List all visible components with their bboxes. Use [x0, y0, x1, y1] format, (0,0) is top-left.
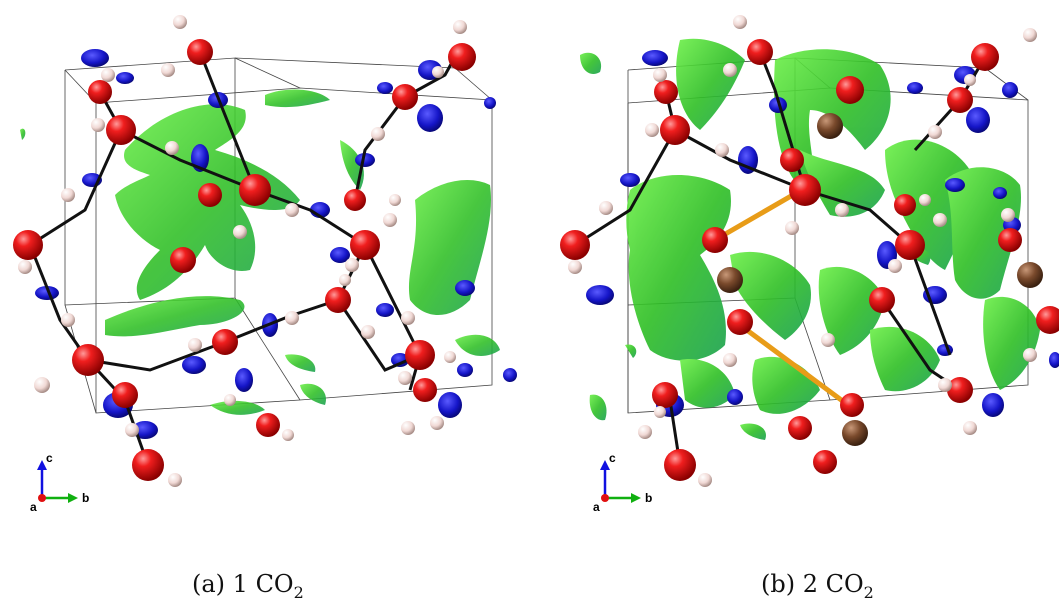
caption-a-text: (a) 1 CO	[192, 570, 294, 598]
blue-isosurfaces	[35, 49, 517, 439]
axis-a-label: a	[593, 500, 600, 514]
highlight-bonds	[712, 189, 851, 408]
caption-panel-a: (a) 1 CO2	[192, 570, 304, 602]
hydrogen-atoms	[568, 15, 1037, 487]
hydrogen-atoms	[18, 15, 467, 487]
caption-panel-b: (b) 2 CO2	[761, 570, 874, 602]
panel-a-structure: c a b	[0, 0, 530, 540]
axis-a-label: a	[30, 500, 37, 514]
axis-c-label: c	[46, 451, 53, 465]
axis-c-label: c	[609, 451, 616, 465]
caption-b-subscript: 2	[863, 582, 874, 602]
caption-a-subscript: 2	[293, 582, 304, 602]
axis-b-label: b	[645, 491, 652, 505]
oxygen-atoms	[13, 39, 476, 481]
axis-triad: c a b	[30, 451, 89, 514]
green-isosurfaces	[20, 89, 500, 415]
axis-b-label: b	[82, 491, 89, 505]
panel-a-molecular-render: c a b	[13, 15, 517, 514]
caption-b-text: (b) 2 CO	[761, 570, 864, 598]
oxygen-atoms	[560, 39, 1059, 481]
carbon-atoms	[717, 113, 1043, 446]
axis-triad: c a b	[593, 451, 652, 514]
panel-b-structure: c a b	[530, 0, 1059, 540]
panel-b-molecular-render: c a b	[560, 15, 1059, 514]
